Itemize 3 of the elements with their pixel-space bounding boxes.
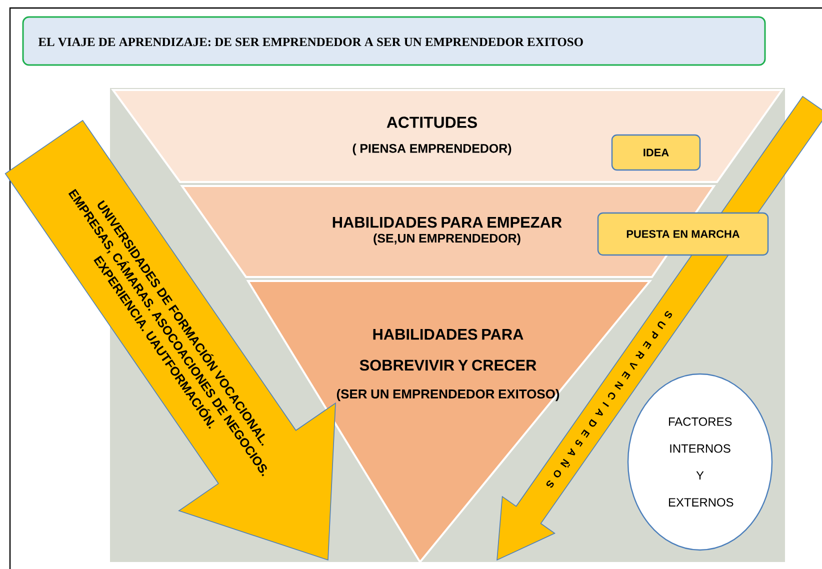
- title-box: EL VIAJE DE APRENDIZAJE: DE SER EMPRENDEDOR A SER UN EMPRENDEDOR EXITOSO: [22, 16, 766, 66]
- label-box: IDEA: [611, 134, 701, 171]
- label-box: PUESTA EN MARCHA: [597, 212, 769, 256]
